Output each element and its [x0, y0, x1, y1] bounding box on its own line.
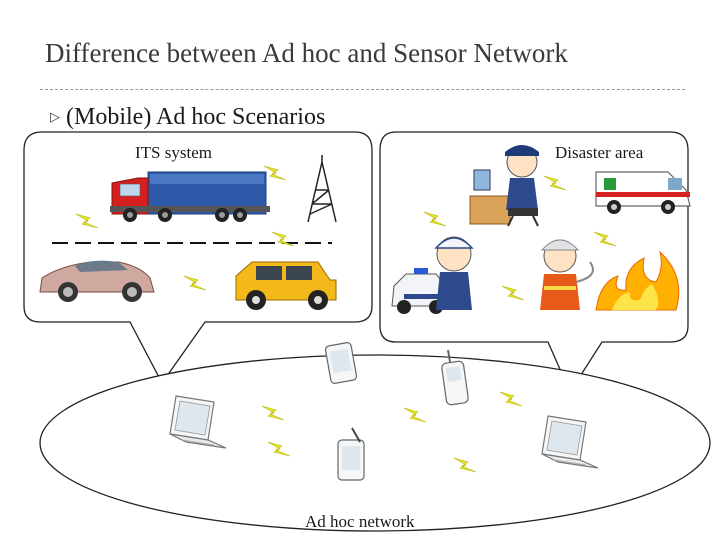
truck-icon: [110, 172, 270, 222]
adhoc-network-label: Ad hoc network: [305, 512, 415, 532]
its-system-label: ITS system: [135, 143, 212, 163]
adhoc-network-ellipse: [40, 355, 710, 531]
disaster-area-label: Disaster area: [555, 143, 643, 163]
police-officer-icon: [436, 237, 472, 310]
